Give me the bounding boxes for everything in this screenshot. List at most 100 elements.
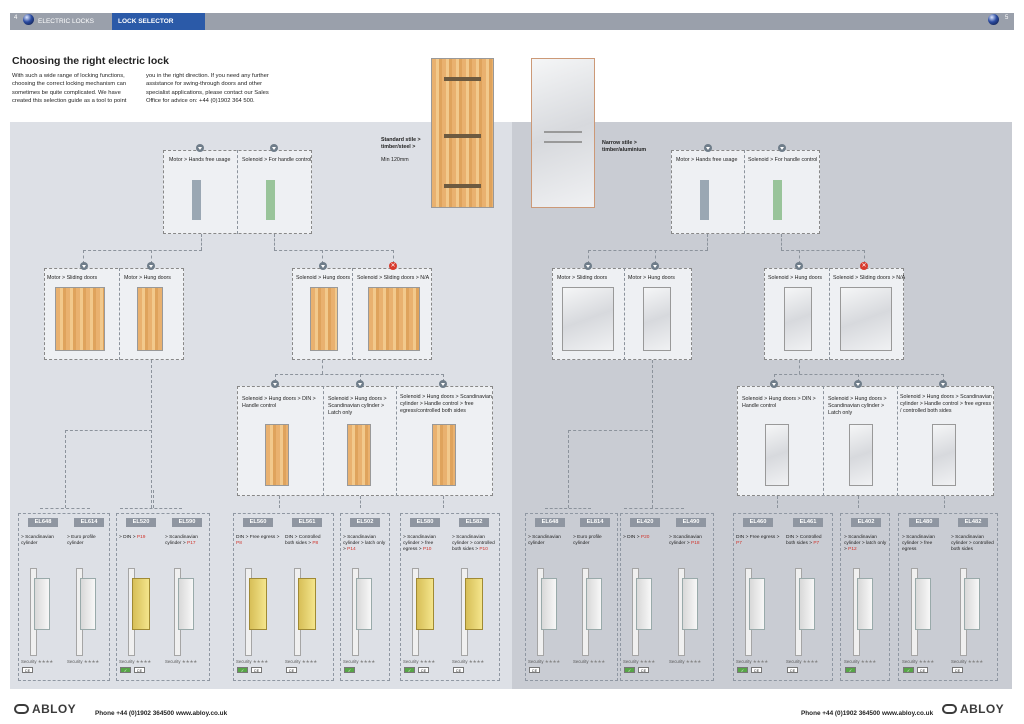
product-group-box	[620, 513, 714, 681]
solenoid-unit-image	[773, 180, 782, 220]
lock-body-image	[465, 578, 483, 630]
scandinavian-latch-label: Solenoid > Hung doors > Scandinavian cyl…	[828, 396, 887, 416]
product-group-box	[733, 513, 833, 681]
security-rating: Security ★★★★	[67, 659, 100, 664]
product-card-right[interactable]: EL482 > Scandinavian cylinder > controlle…	[950, 518, 996, 673]
arrow-down-icon	[770, 380, 778, 388]
security-rating: Security ★★★★	[343, 659, 376, 664]
hung-door-image	[784, 287, 812, 351]
product-description: DIN > Free egress > P8	[236, 535, 280, 547]
scandinavian-latch-label: Solenoid > Hung doors > Scandinavian cyl…	[328, 396, 387, 416]
not-available-icon: ✕	[860, 262, 868, 270]
motor-hung-label: Motor > Hung doors	[628, 275, 675, 281]
motor-sliding-label: Motor > Sliding doors	[47, 275, 98, 281]
door-image	[849, 424, 873, 486]
motor-unit-image	[192, 180, 201, 220]
security-rating: Security ★★★★	[902, 659, 935, 664]
abloy-logo: ABLOY	[14, 702, 76, 716]
lock-body-image	[682, 578, 698, 630]
product-card-left[interactable]: EL582> Scandinavian cylinder > controlle…	[451, 518, 497, 673]
din-handle-label: Solenoid > Hung doors > DIN > Handle con…	[742, 396, 816, 409]
product-card-right[interactable]: EL402> Scandinavian cylinder > latch onl…	[843, 518, 889, 673]
arrow-down-icon	[271, 380, 279, 388]
product-code: EL590	[172, 518, 202, 527]
security-rating: Security ★★★★	[285, 659, 318, 664]
standard-stile-door-image	[431, 58, 494, 208]
security-rating: Security ★★★★	[786, 659, 819, 664]
footer-web-left[interactable]: www.abloy.co.uk	[176, 710, 228, 717]
standard-stile-label: Standard stile > timber/steel >	[381, 137, 421, 150]
motor-unit-image	[700, 180, 709, 220]
approval-badge: ✓	[737, 667, 748, 673]
sliding-door-image	[368, 287, 420, 351]
lock-body-image	[636, 578, 652, 630]
product-card-left[interactable]: EL502> Scandinavian cylinder > latch onl…	[342, 518, 388, 673]
tab-lock-selector[interactable]: LOCK SELECTOR	[112, 13, 205, 30]
hung-door-image	[310, 287, 338, 351]
product-group-box	[233, 513, 334, 681]
intro-text-col-2: you in the right direction. If you need …	[146, 73, 269, 105]
sliding-door-image	[55, 287, 105, 351]
product-description: DIN > Free egress > P7	[736, 535, 780, 547]
product-description: > Scandinavian cylinder > controlled bot…	[951, 535, 994, 553]
intro-text-col-1: With such a wide range of locking functi…	[12, 73, 127, 105]
solenoid-sliding-na-label: Solenoid > Sliding doors > N/A	[357, 275, 430, 281]
left-page-number: 4	[14, 15, 18, 21]
arrow-down-icon	[270, 144, 278, 152]
ce-badge: CE	[286, 667, 297, 673]
product-description: > Scandinavian cylinder > free egress > …	[403, 535, 436, 553]
security-rating: Security ★★★★	[623, 659, 656, 664]
product-description: DIN > Controlled both sides > P7	[786, 535, 822, 547]
product-group-box	[400, 513, 500, 681]
arrow-down-icon	[147, 262, 155, 270]
globe-icon	[23, 14, 34, 25]
product-description: > Scandinavian cylinder	[21, 535, 54, 547]
footer-web-right[interactable]: www.abloy.co.uk	[882, 710, 934, 717]
security-rating: Security ★★★★	[736, 659, 769, 664]
lock-body-image	[298, 578, 316, 630]
header-bar	[10, 13, 1014, 30]
product-code: EL402	[851, 518, 881, 527]
product-description: > Scandinavian cylinder > P17	[165, 535, 198, 547]
product-card-right[interactable]: EL480> Scandinavian cylinder > free egre…	[901, 518, 947, 673]
lock-body-image	[964, 578, 980, 630]
security-rating: Security ★★★★	[844, 659, 877, 664]
arrow-down-icon	[651, 262, 659, 270]
product-code: EL814	[580, 518, 610, 527]
product-description: > DIN > P20	[623, 535, 650, 540]
product-description: > Euro profile cylinder	[67, 535, 96, 547]
security-rating: Security ★★★★	[236, 659, 269, 664]
abloy-logo-icon	[14, 704, 29, 714]
product-code: EL480	[909, 518, 939, 527]
tab-electric-locks[interactable]: ELECTRIC LOCKS	[32, 13, 112, 30]
not-available-icon: ✕	[389, 262, 397, 270]
approval-badge: ✓	[344, 667, 355, 673]
standard-stile-min: Min 120mm	[381, 157, 409, 163]
motor-hands-free-label: Motor > Hands free usage	[169, 157, 231, 163]
arrow-down-icon	[356, 380, 364, 388]
page-title: Choosing the right electric lock	[12, 55, 169, 67]
product-code: EL482	[958, 518, 988, 527]
product-code: EL502	[350, 518, 380, 527]
approval-badge: ✓	[237, 667, 248, 673]
solenoid-handle-label: Solenoid > For handle control	[748, 157, 818, 163]
arrow-down-icon	[584, 262, 592, 270]
din-handle-label: Solenoid > Hung doors > DIN > Handle con…	[242, 396, 316, 409]
product-code: EL560	[243, 518, 273, 527]
ce-badge: CE	[251, 667, 262, 673]
product-card-left[interactable]: EL580> Scandinavian cylinder > free egre…	[402, 518, 448, 673]
security-rating: Security ★★★★	[528, 659, 561, 664]
scandinavian-handle-label: Solenoid > Hung doors > Scandinavian cyl…	[400, 394, 492, 414]
